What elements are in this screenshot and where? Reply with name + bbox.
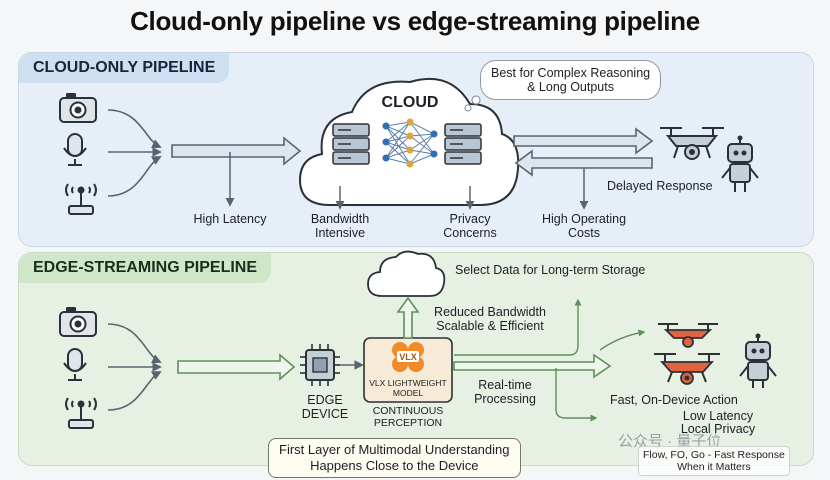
complex-reasoning-bubble: Best for Complex Reasoning & Long Output… [480, 60, 662, 100]
edge-device-line-2: DEVICE [301, 407, 349, 421]
bandwidth-line-1: Bandwidth [310, 212, 370, 226]
drone-icon [658, 323, 718, 348]
antenna-icon [65, 397, 97, 429]
storage-arrow [396, 296, 420, 339]
watermark-box: Flow, FO, Go - Fast Response When it Mat… [638, 446, 790, 476]
diagram-title: Cloud-only pipeline vs edge-streaming pi… [130, 6, 700, 36]
edge-panel-label: EDGE-STREAMING PIPELINE [19, 253, 272, 283]
vlx-line-2: MODEL [392, 388, 424, 398]
cost-line-2: Costs [568, 226, 600, 240]
action-arrow [453, 353, 612, 379]
robot-icon [721, 135, 759, 192]
first-layer-callout: First Layer of Multimodal Understanding … [268, 438, 521, 478]
watermark-box-line-1: Flow, FO, Go - Fast Response [643, 449, 785, 461]
edge-device-label: EDGE DEVICE [290, 393, 360, 421]
watermark-text: 公众号 · 量子位 [618, 433, 722, 450]
server-icon [444, 123, 482, 165]
storage-label: Select Data for Long-term Storage [455, 263, 646, 277]
server-icon [332, 123, 370, 165]
reduced-bandwidth-label: Reduced Bandwidth Scalable & Efficient [420, 305, 560, 333]
edge-device-line-1: EDGE [307, 393, 343, 407]
cost-label: High Operating Costs [526, 212, 642, 240]
realtime-line-1: Real-time [478, 378, 532, 392]
microphone-icon [63, 133, 87, 166]
low-latency-label: Low Latency [682, 409, 754, 423]
bandwidth-label: Bandwidth Intensive [290, 212, 390, 240]
callout-line-1: First Layer of Multimodal Understanding [279, 442, 510, 457]
camera-icon [59, 93, 97, 123]
watermark-box-line-2: When it Matters [677, 461, 751, 473]
privacy-label: Privacy Concerns [420, 212, 520, 240]
continuous-line-2: PERCEPTION [373, 417, 443, 429]
callout-line-2: Happens Close to the Device [310, 458, 479, 473]
response-arrow [514, 149, 653, 177]
drone-icon [654, 353, 720, 385]
privacy-line-2: Concerns [443, 226, 497, 240]
cloud-label: CLOUD [381, 94, 439, 111]
request-arrow [513, 127, 654, 155]
bubble-line-1: Best for Complex Reasoning [491, 66, 651, 80]
upload-arrow [171, 136, 302, 166]
vlx-badge-label: VLX [399, 352, 417, 362]
camera-icon [59, 307, 97, 337]
cost-line-1: High Operating [541, 212, 627, 226]
high-latency-label: High Latency [193, 212, 267, 226]
delayed-response-label: Delayed Response [607, 179, 713, 193]
antenna-icon [65, 183, 97, 215]
reduced-line-2: Scalable & Efficient [436, 319, 544, 333]
local-privacy-label: Local Privacy [680, 422, 756, 436]
robot-icon [739, 333, 777, 388]
reduced-line-1: Reduced Bandwidth [434, 305, 546, 319]
drone-icon [660, 127, 724, 160]
cloud-panel-label: CLOUD-ONLY PIPELINE [19, 53, 230, 83]
bubble-line-2: & Long Outputs [527, 80, 614, 94]
to-edge-arrow [177, 353, 296, 381]
microphone-icon [63, 348, 87, 381]
neural-network-icon [382, 118, 438, 168]
vlx-line-1: VLX LIGHTWEIGHT [369, 378, 447, 388]
bandwidth-line-2: Intensive [314, 226, 366, 240]
cloud-icon [298, 77, 520, 206]
continuous-perception-label: CONTINUOUS PERCEPTION [360, 405, 456, 429]
realtime-label: Real-time Processing [462, 378, 548, 406]
realtime-line-2: Processing [474, 392, 536, 406]
vlx-model-label: VLX LIGHTWEIGHT MODEL [364, 378, 452, 398]
continuous-line-1: CONTINUOUS [372, 405, 444, 417]
small-cloud-icon [367, 250, 446, 297]
fast-action-label: Fast, On-Device Action [610, 393, 738, 407]
vlx-logo-icon [392, 342, 424, 372]
privacy-line-1: Privacy [449, 212, 491, 226]
chip-icon [300, 344, 340, 386]
